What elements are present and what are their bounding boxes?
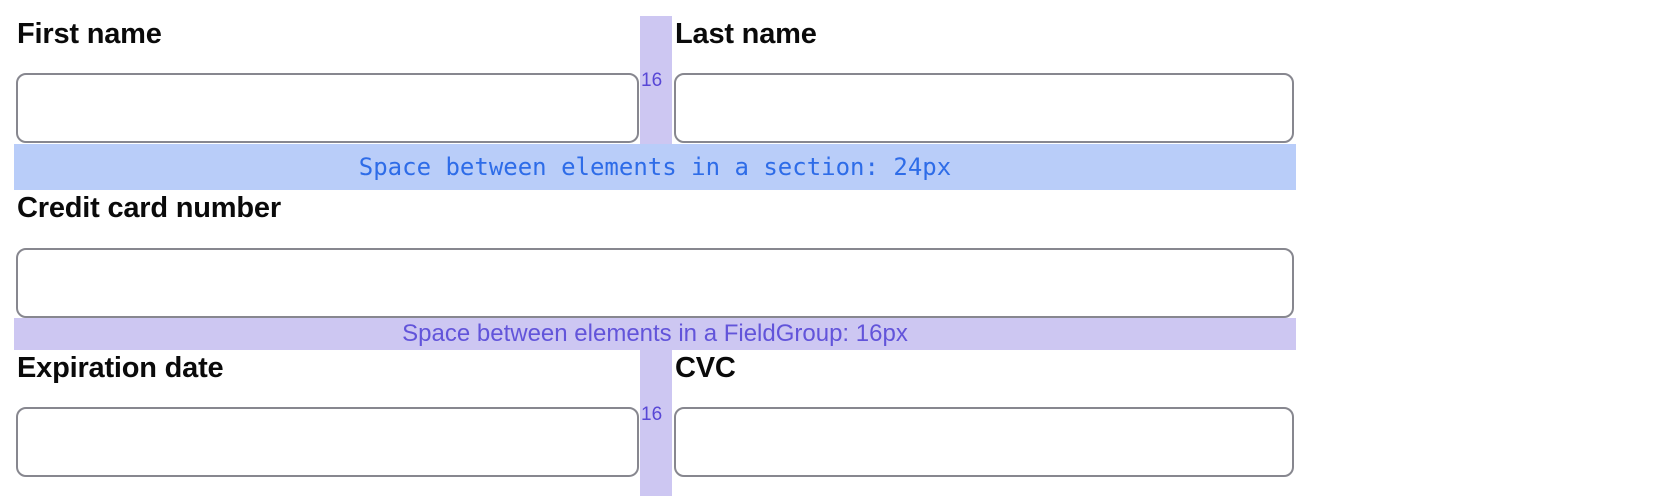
- first-name-input[interactable]: [16, 73, 639, 143]
- credit-card-number-label: Credit card number: [17, 192, 281, 224]
- column-gap-value-bottom: 16: [641, 404, 663, 425]
- last-name-label: Last name: [675, 18, 817, 50]
- fieldgroup-spacing-band: Space between elements in a FieldGroup: …: [14, 318, 1296, 350]
- fieldgroup-spacing-label: Space between elements in a FieldGroup: …: [402, 320, 908, 347]
- section-spacing-band: Space between elements in a section: 24p…: [14, 144, 1296, 190]
- column-gap-value-top: 16: [641, 70, 663, 91]
- first-name-label: First name: [17, 18, 162, 50]
- column-gap-strip-bottom: [640, 350, 672, 496]
- section-spacing-label: Space between elements in a section: 24p…: [358, 153, 952, 181]
- expiration-date-label: Expiration date: [17, 352, 224, 384]
- cvc-label: CVC: [675, 352, 736, 384]
- last-name-input[interactable]: [674, 73, 1294, 143]
- column-gap-strip-top: [640, 16, 672, 145]
- credit-card-number-input[interactable]: [16, 248, 1294, 318]
- expiration-date-input[interactable]: [16, 407, 639, 477]
- cvc-input[interactable]: [674, 407, 1294, 477]
